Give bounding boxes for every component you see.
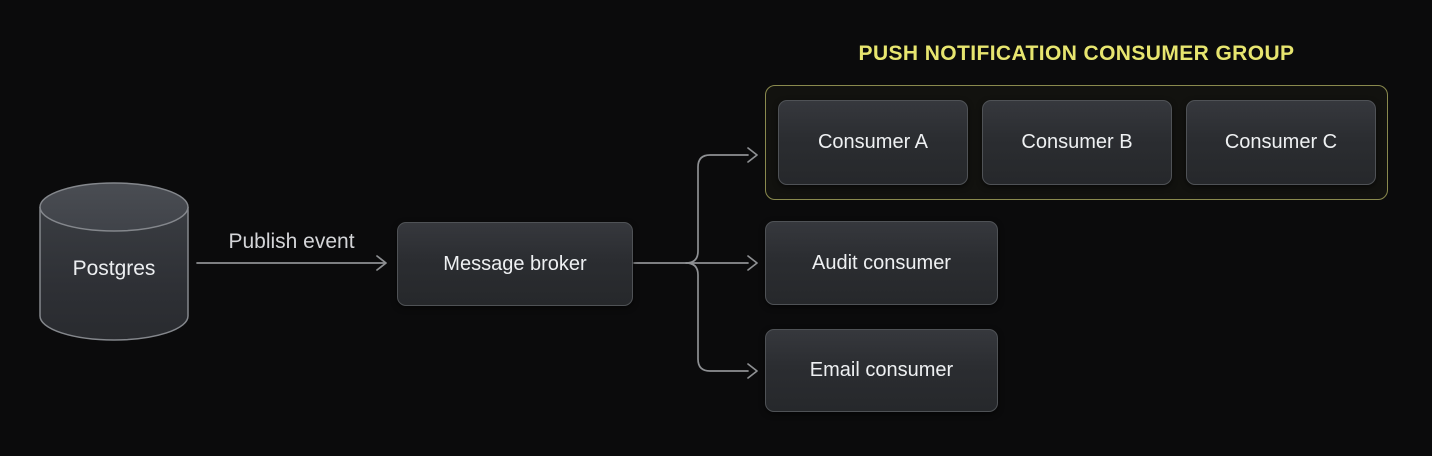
consumer-a-label: Consumer A	[817, 131, 929, 153]
email-consumer-label: Email consumer	[809, 359, 954, 381]
edge-publish-event-arrow	[196, 255, 387, 271]
edge-broker-to-audit	[633, 255, 758, 271]
edge-broker-to-email	[685, 262, 758, 379]
consumer-b-node: Consumer B	[982, 100, 1172, 185]
postgres-label: Postgres	[72, 257, 156, 280]
audit-consumer-node: Audit consumer	[765, 221, 998, 305]
message-broker-label: Message broker	[443, 252, 587, 275]
message-broker-node: Message broker	[397, 222, 633, 306]
audit-consumer-label: Audit consumer	[812, 251, 951, 274]
email-consumer-node: Email consumer	[765, 329, 998, 412]
consumer-group-title: PUSH NOTIFICATION CONSUMER GROUP	[858, 42, 1295, 65]
publish-event-label: Publish event	[228, 230, 355, 253]
consumer-c-node: Consumer C	[1186, 100, 1376, 185]
consumer-b-label: Consumer B	[1021, 131, 1133, 153]
push-notification-consumer-group: Consumer A Consumer B Consumer C	[765, 85, 1388, 200]
consumer-c-label: Consumer C	[1224, 131, 1338, 153]
consumer-a-node: Consumer A	[778, 100, 968, 185]
edge-broker-to-consumer-group	[685, 147, 758, 264]
